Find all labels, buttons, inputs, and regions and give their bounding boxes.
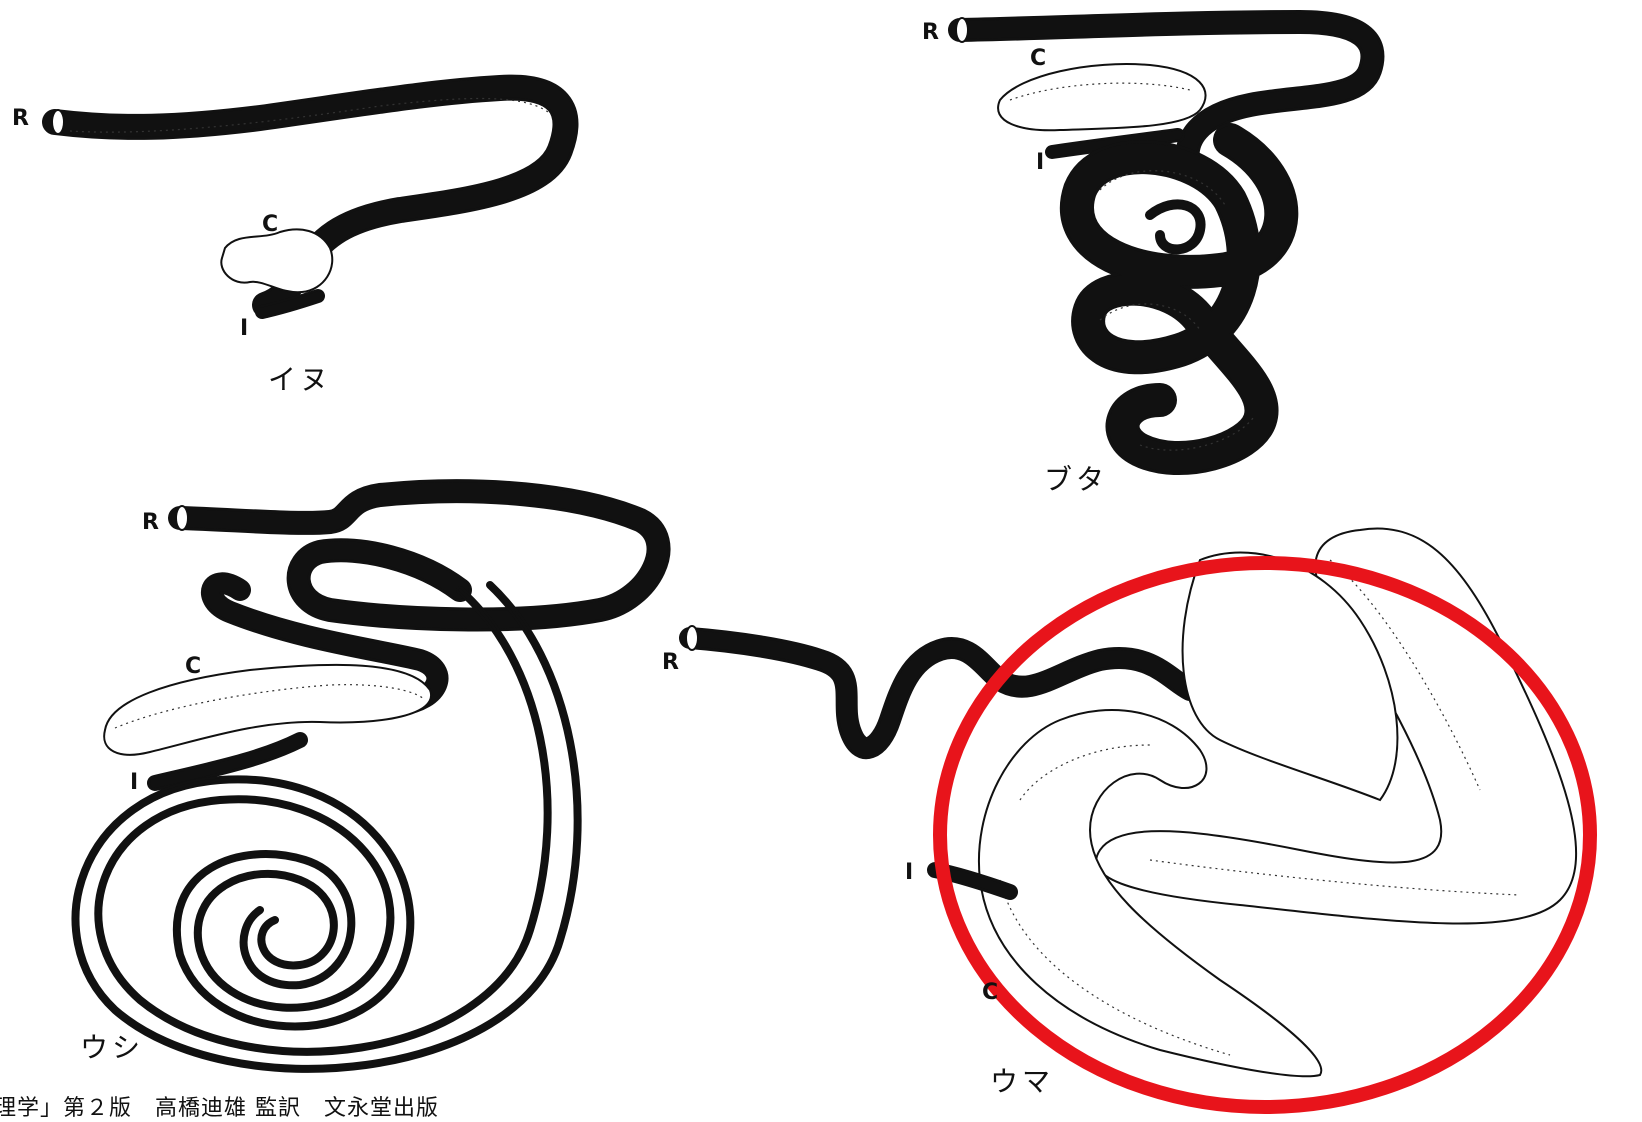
cow-ileum-label: I [130, 770, 138, 795]
cow-label: ウシ [80, 1026, 144, 1066]
horse-label: ウマ [990, 1060, 1054, 1100]
horse-rectum-label: R [662, 650, 679, 675]
source-credit: 理学」第２版 高橋迪雄 監訳 文永堂出版 [0, 1090, 439, 1122]
dog-intestine [52, 88, 565, 312]
pig-rectum-label: R [922, 20, 939, 45]
dog-label: イヌ [268, 358, 332, 398]
pig-cecum-label: C [1030, 46, 1046, 71]
dog-rectum-label: R [12, 106, 29, 131]
cow-rectum-label: R [142, 510, 159, 535]
cow-cecum-label: C [185, 654, 201, 679]
dog-cecum-label: C [262, 212, 278, 237]
dog-ileum-label: I [240, 316, 248, 341]
horse-ileum-label: I [905, 860, 913, 885]
cow-intestine [76, 491, 659, 1069]
pig-label: ブタ [1044, 458, 1108, 498]
pig-intestine [956, 18, 1372, 458]
pig-ileum-label: I [1036, 150, 1044, 175]
horse-cecum-label: C [982, 980, 998, 1005]
